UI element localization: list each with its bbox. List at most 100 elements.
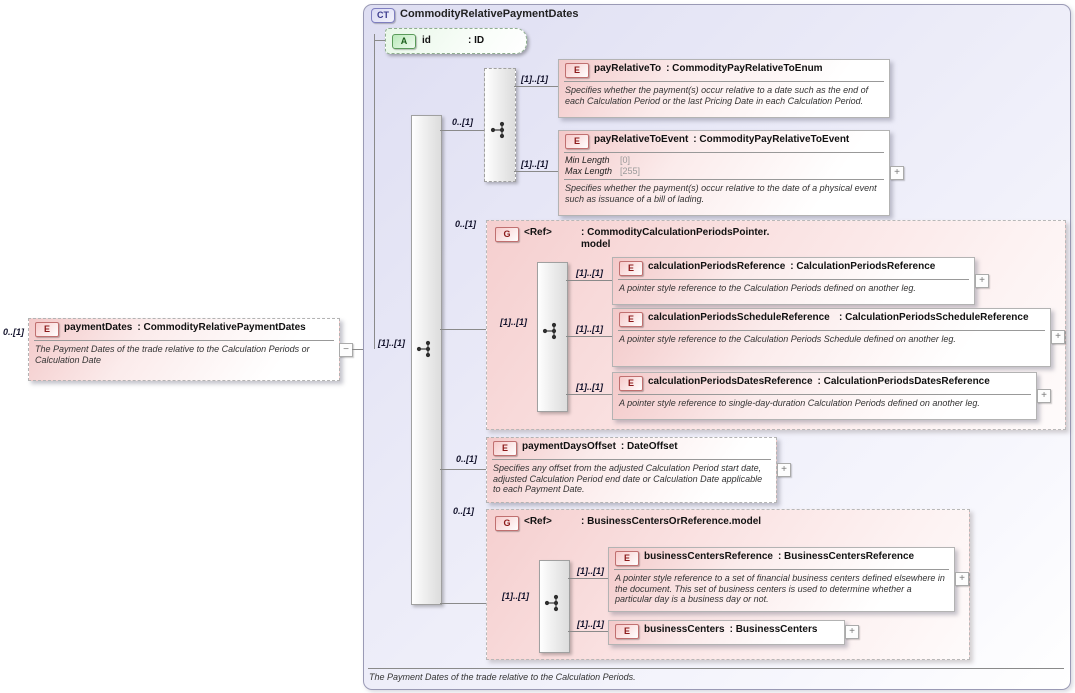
connector-line [566, 394, 612, 395]
element-paymentDates[interactable]: E paymentDates : CommodityRelativePaymen… [28, 318, 340, 381]
facet-label: Max Length [565, 165, 613, 176]
element-badge: E [35, 322, 59, 337]
element-type: : CalculationPeriodsReference [790, 261, 936, 272]
plus-icon: + [781, 464, 787, 475]
expand-toggle[interactable]: + [845, 625, 859, 639]
cardinality-label: 0..[1] [455, 219, 477, 229]
element-name: payRelativeToEvent [594, 134, 689, 145]
sequence-icon [544, 594, 559, 612]
element-badge: E [615, 624, 639, 639]
element-badge: E [565, 63, 589, 78]
connector-line [440, 469, 486, 470]
cardinality-label: [1]..[1] [521, 74, 548, 84]
element-badge: E [493, 441, 517, 456]
expand-toggle[interactable]: + [777, 463, 791, 477]
element-businessCentersReference[interactable]: E businessCentersReference : BusinessCen… [608, 547, 955, 612]
element-payRelativeToEvent[interactable]: E payRelativeToEvent : CommodityPayRelat… [558, 130, 890, 216]
attribute-name: id [422, 35, 431, 46]
complex-type-title: CommodityRelativePaymentDates [400, 8, 579, 20]
attribute-badge: A [392, 33, 416, 49]
element-type: : CalculationPeriodsScheduleReference [839, 312, 1029, 323]
element-badge: E [565, 134, 589, 149]
element-type: : BusinessCentersReference [777, 551, 915, 562]
cardinality-label: [1]..[1] [500, 317, 527, 327]
facet-label: Min Length [565, 155, 610, 165]
collapse-toggle[interactable]: − [339, 343, 353, 357]
element-badge: E [619, 376, 643, 391]
divider [618, 330, 1045, 331]
plus-icon: + [849, 626, 855, 637]
cardinality-label: [1]..[1] [576, 268, 603, 278]
element-name: paymentDates [64, 322, 133, 333]
plus-icon: + [979, 275, 985, 286]
connector-line [440, 130, 484, 131]
group-badge: G [495, 516, 519, 531]
facet-value: [0] [620, 155, 631, 165]
cardinality-label: [1]..[1] [576, 324, 603, 334]
element-name: calculationPeriodsScheduleReference [648, 312, 830, 323]
plus-icon: + [959, 573, 965, 584]
connector-line [374, 34, 375, 349]
cardinality-label: 0..[1] [452, 117, 474, 127]
cardinality-label: 0..[1] [456, 454, 478, 464]
connector-line [568, 578, 608, 579]
divider [564, 81, 884, 82]
element-badge: E [619, 261, 643, 276]
complex-type-badge: CT [371, 8, 395, 23]
cardinality-label: 0..[1] [453, 506, 475, 516]
element-name: payRelativeTo [594, 63, 662, 74]
choice-icon [490, 121, 505, 139]
divider [618, 279, 969, 280]
divider [564, 152, 884, 153]
element-annotation: A pointer style reference to the Calcula… [619, 334, 956, 344]
element-businessCenters[interactable]: E businessCenters : BusinessCenters [608, 620, 845, 645]
divider [614, 569, 949, 570]
cardinality-label: [1]..[1] [577, 619, 604, 629]
element-type: : CommodityPayRelativeToEnum [666, 63, 823, 74]
connector-line [514, 86, 558, 87]
element-annotation: A pointer style reference to single-day-… [619, 398, 980, 408]
element-badge: E [615, 551, 639, 566]
element-annotation: A pointer style reference to a set of fi… [615, 573, 945, 604]
element-type: : CommodityPayRelativeToEvent [693, 134, 850, 145]
connector-line [514, 171, 558, 172]
sequence-compositor[interactable] [411, 115, 442, 605]
element-calculationPeriodsDatesReference[interactable]: E calculationPeriodsDatesReference : Cal… [612, 372, 1037, 420]
expand-toggle[interactable]: + [890, 166, 904, 180]
element-calculationPeriodsScheduleReference[interactable]: E calculationPeriodsScheduleReference : … [612, 308, 1051, 367]
minus-icon: − [343, 344, 349, 355]
divider [34, 340, 334, 341]
facet-value: [255] [620, 165, 641, 176]
divider [368, 668, 1064, 669]
element-name: calculationPeriodsReference [648, 261, 786, 272]
cardinality-label: [1]..[1] [576, 382, 603, 392]
group-type: : BusinessCentersOrReference.model [581, 516, 762, 527]
cardinality-label: [1]..[1] [521, 159, 548, 169]
group-name: <Ref> [524, 227, 552, 238]
element-type: : BusinessCenters [729, 624, 818, 635]
element-name: calculationPeriodsDatesReference [648, 376, 813, 387]
expand-toggle[interactable]: + [1051, 330, 1065, 344]
facets: Min Length [0] Max Length [255] [559, 154, 889, 178]
element-annotation: Specifies any offset from the adjusted C… [493, 463, 763, 494]
complex-type-annotation: The Payment Dates of the trade relative … [369, 672, 636, 682]
element-name: paymentDaysOffset [522, 441, 616, 452]
connector-line [374, 40, 385, 41]
divider [618, 394, 1031, 395]
expand-toggle[interactable]: + [955, 572, 969, 586]
connector-line [566, 336, 612, 337]
expand-toggle[interactable]: + [1037, 389, 1051, 403]
divider [564, 179, 884, 180]
element-calculationPeriodsReference[interactable]: E calculationPeriodsReference : Calculat… [612, 257, 975, 305]
cardinality-label: [1]..[1] [378, 338, 405, 348]
plus-icon: + [1041, 390, 1047, 401]
choice-compositor[interactable] [484, 68, 516, 182]
plus-icon: + [894, 167, 900, 178]
attribute-id[interactable]: A id : ID [385, 28, 527, 54]
element-payRelativeTo[interactable]: E payRelativeTo : CommodityPayRelativeTo… [558, 59, 890, 118]
element-annotation: A pointer style reference to the Calcula… [619, 283, 916, 293]
sequence-compositor[interactable] [539, 560, 570, 653]
element-paymentDaysOffset[interactable]: E paymentDaysOffset : DateOffset Specifi… [486, 437, 777, 503]
expand-toggle[interactable]: + [975, 274, 989, 288]
element-badge: E [619, 312, 643, 327]
